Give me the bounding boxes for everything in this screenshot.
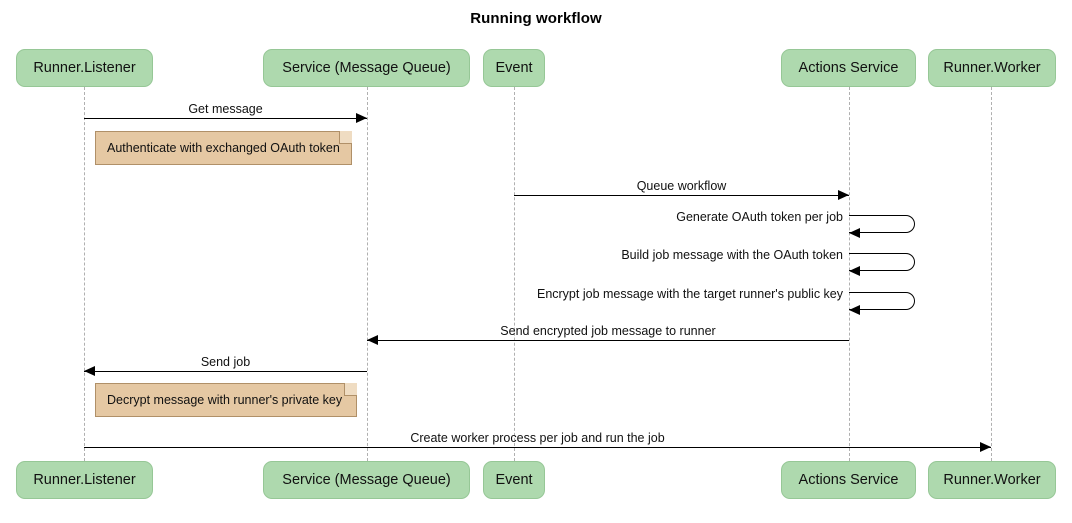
self-message-generate-oauth-token-label: Generate OAuth token per job bbox=[676, 210, 843, 224]
message-get-message-arrowhead bbox=[356, 112, 367, 123]
participant-runner-listener-top[interactable]: Runner.Listener bbox=[16, 49, 153, 87]
self-message-build-job-message-arrowhead bbox=[849, 265, 860, 276]
message-send-job-label: Send job bbox=[200, 355, 251, 369]
participant-actions-service-bottom[interactable]: Actions Service bbox=[781, 461, 916, 499]
note-fold-corner-icon bbox=[344, 383, 357, 396]
message-send-job-arrowhead bbox=[84, 365, 95, 376]
message-create-worker-process-label: Create worker process per job and run th… bbox=[410, 431, 665, 445]
lifeline-event bbox=[514, 87, 515, 461]
message-get-message-label: Get message bbox=[188, 102, 263, 116]
note-decrypt: Decrypt message with runner's private ke… bbox=[95, 383, 357, 417]
lifeline-runner-listener bbox=[84, 87, 85, 461]
message-send-encrypted-job-label: Send encrypted job message to runner bbox=[500, 324, 716, 338]
self-message-build-job-message-loop bbox=[849, 253, 915, 271]
self-message-encrypt-job-message-loop bbox=[849, 292, 915, 310]
diagram-title: Running workflow bbox=[470, 10, 602, 27]
participant-actions-service-top[interactable]: Actions Service bbox=[781, 49, 916, 87]
participant-runner-worker-bottom[interactable]: Runner.Worker bbox=[928, 461, 1056, 499]
note-decrypt-text: Decrypt message with runner's private ke… bbox=[107, 393, 343, 407]
lifeline-service-queue bbox=[367, 87, 368, 461]
note-authenticate-text: Authenticate with exchanged OAuth token bbox=[107, 141, 340, 155]
participant-runner-listener-bottom[interactable]: Runner.Listener bbox=[16, 461, 153, 499]
message-create-worker-process-line bbox=[84, 447, 991, 448]
self-message-generate-oauth-token-loop bbox=[849, 215, 915, 233]
note-authenticate: Authenticate with exchanged OAuth token bbox=[95, 131, 352, 165]
participant-service-queue-bottom[interactable]: Service (Message Queue) bbox=[263, 461, 470, 499]
participant-event-bottom[interactable]: Event bbox=[483, 461, 545, 499]
self-message-build-job-message-label: Build job message with the OAuth token bbox=[621, 248, 843, 262]
self-message-encrypt-job-message-arrowhead bbox=[849, 304, 860, 315]
message-send-job-line bbox=[84, 371, 367, 372]
message-queue-workflow-arrowhead bbox=[838, 189, 849, 200]
participant-event-top[interactable]: Event bbox=[483, 49, 545, 87]
message-get-message-line bbox=[84, 118, 367, 119]
message-create-worker-process-arrowhead bbox=[980, 441, 991, 452]
self-message-encrypt-job-message-label: Encrypt job message with the target runn… bbox=[536, 287, 843, 301]
self-message-generate-oauth-token-arrowhead bbox=[849, 227, 860, 238]
lifeline-runner-worker bbox=[991, 87, 992, 461]
participant-runner-worker-top[interactable]: Runner.Worker bbox=[928, 49, 1056, 87]
message-queue-workflow-label: Queue workflow bbox=[636, 179, 727, 193]
note-fold-corner-icon bbox=[339, 131, 352, 144]
participant-service-queue-top[interactable]: Service (Message Queue) bbox=[263, 49, 470, 87]
message-send-encrypted-job-arrowhead bbox=[367, 334, 378, 345]
message-send-encrypted-job-line bbox=[367, 340, 849, 341]
message-queue-workflow-line bbox=[514, 195, 849, 196]
